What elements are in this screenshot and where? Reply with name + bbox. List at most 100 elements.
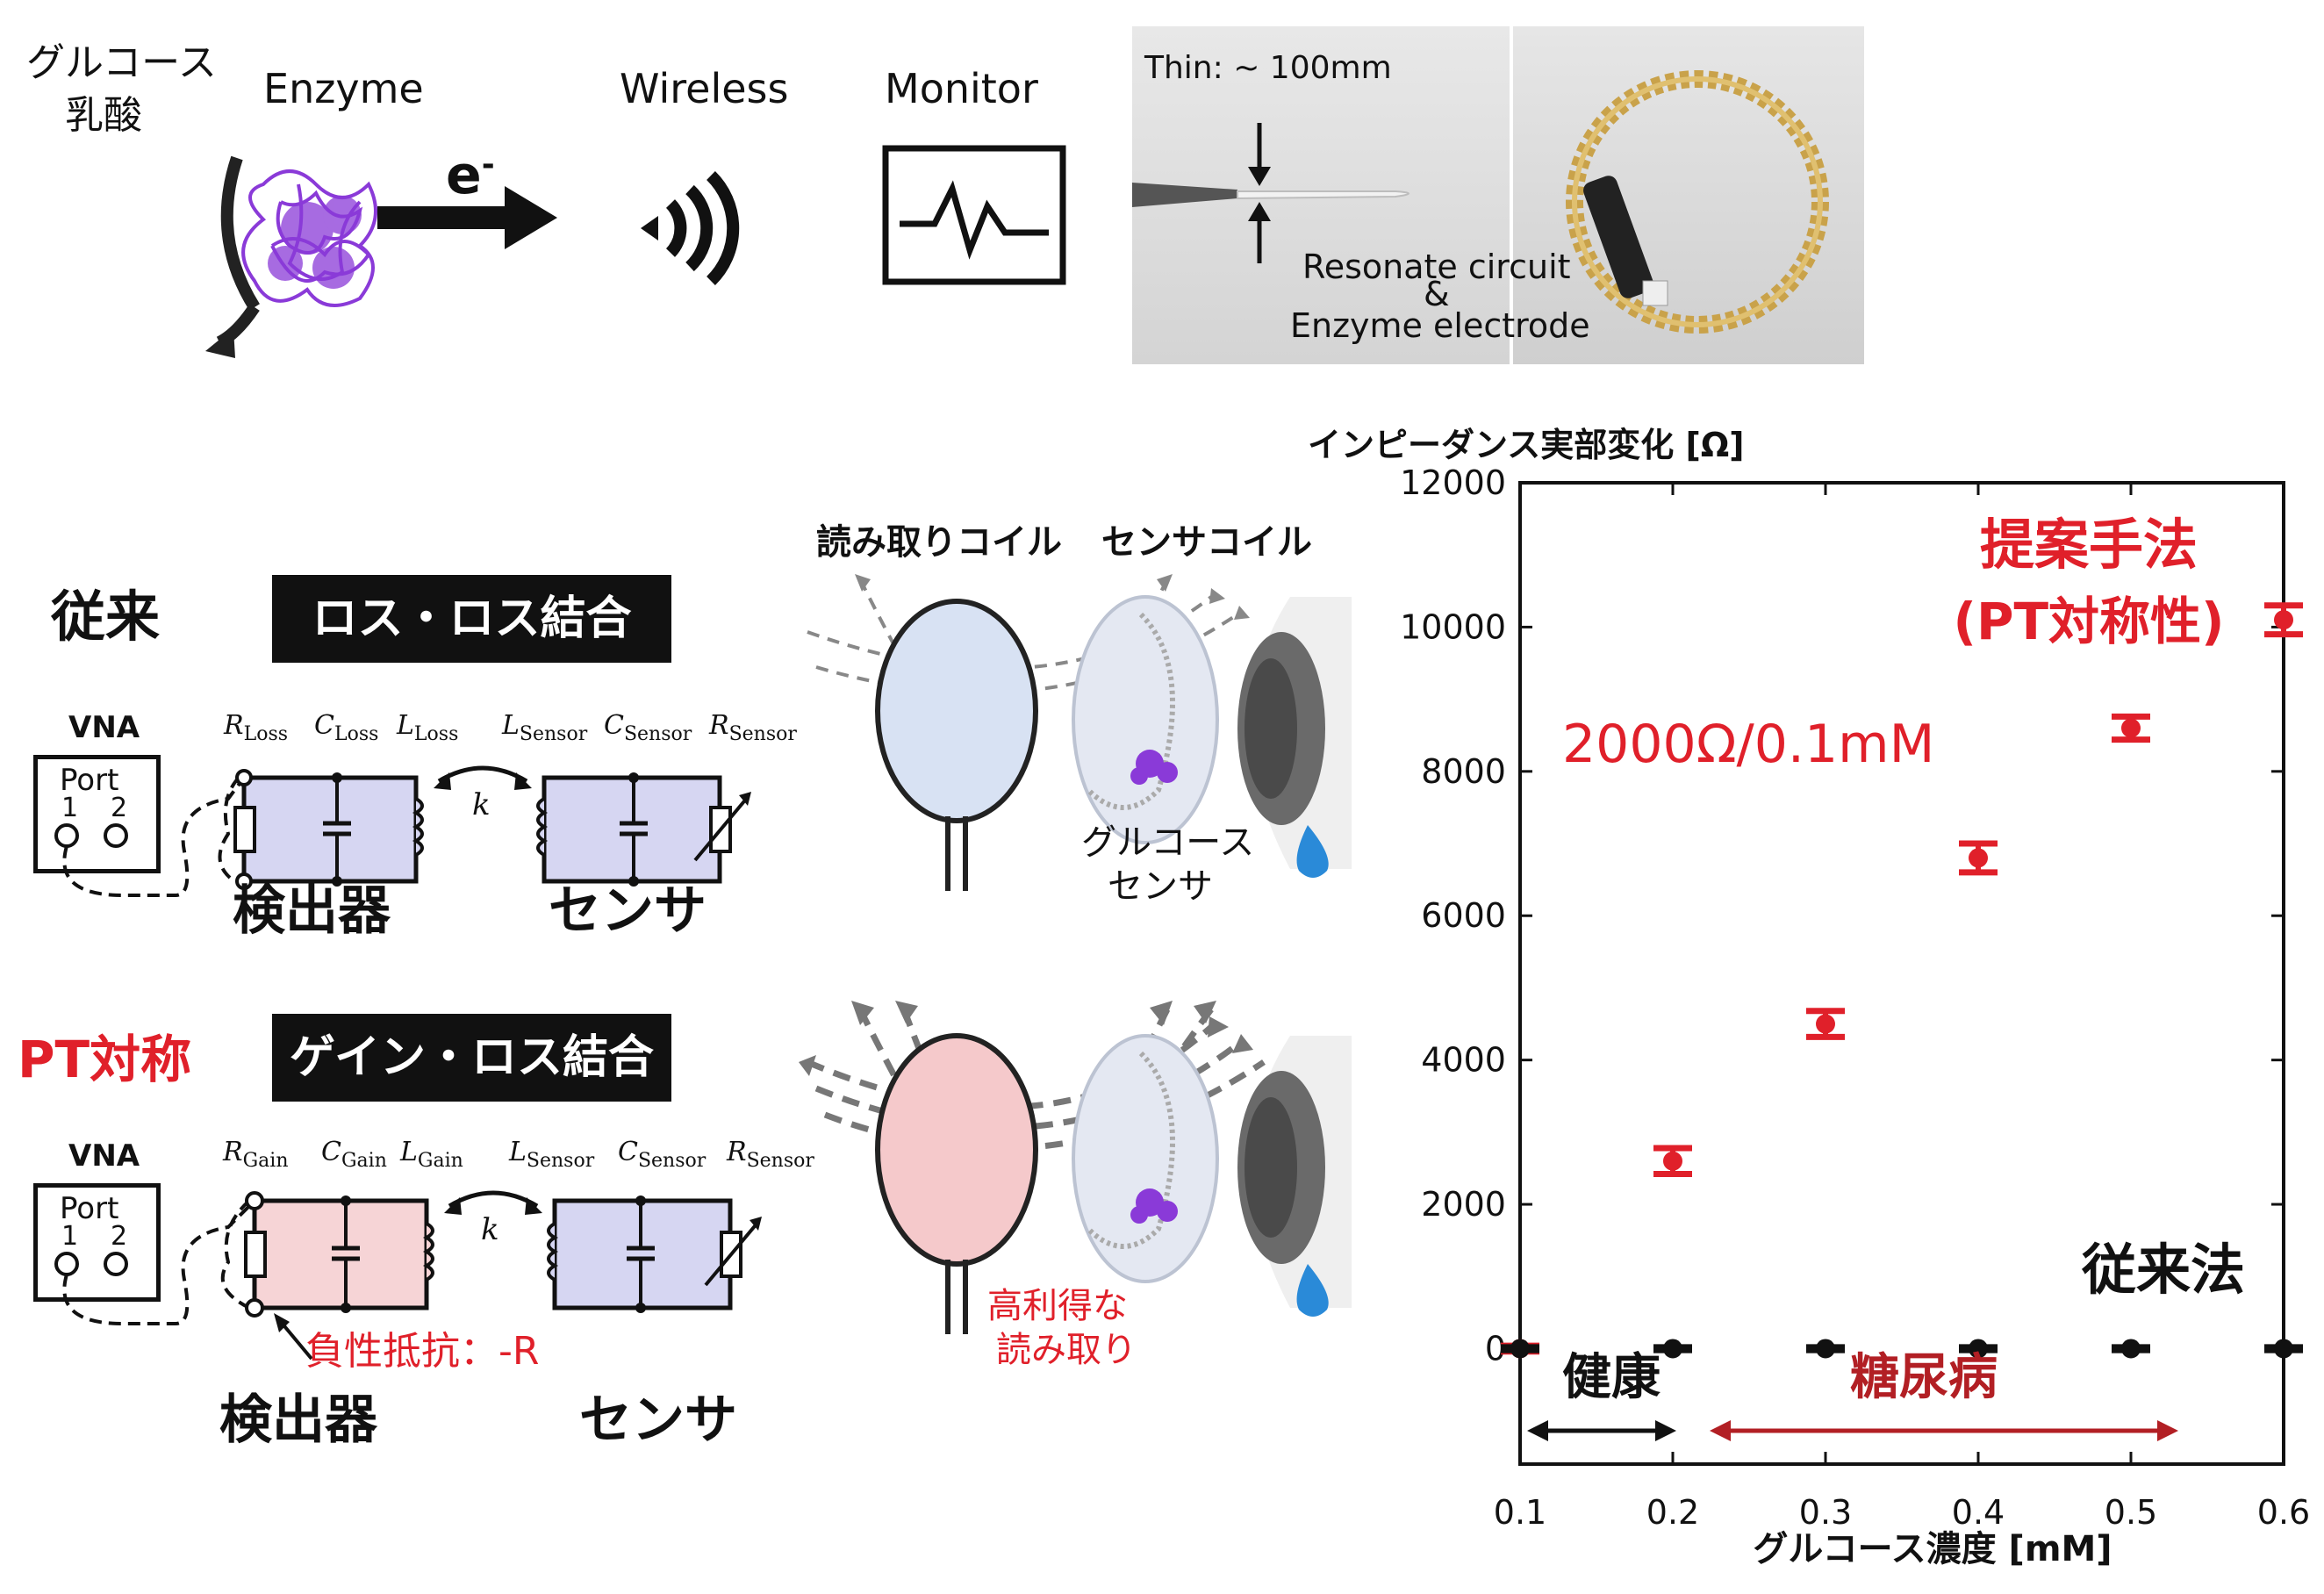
- pt-r-left: RGain: [223, 1137, 289, 1172]
- tweezers-and-film: [1132, 123, 1409, 263]
- enzyme-molecule-fill: [268, 196, 362, 289]
- conventional-data-point: [1806, 1339, 1845, 1359]
- conventional-circuit: [54, 765, 751, 897]
- pt-l-gain: [422, 1222, 434, 1282]
- conventional-detector-label: 検出器: [233, 880, 391, 942]
- conventional-r-loss: [233, 806, 256, 853]
- pt-cable: [62, 1199, 256, 1325]
- electron-label: e-: [446, 145, 495, 206]
- x-tick-label: 0.3: [1799, 1493, 1852, 1532]
- conventional-k-label: k: [472, 787, 491, 822]
- conventional-title: 従来: [51, 585, 161, 649]
- photo-caption-line2: &: [1424, 275, 1450, 313]
- proposed-data-point: [1959, 840, 1998, 876]
- substrate-arrow-in: [220, 155, 260, 311]
- pt-r-gain: [244, 1231, 267, 1278]
- proposed-data-point: [1653, 1145, 1692, 1178]
- pt-coil-eye-illustration: [799, 1001, 1352, 1334]
- substrate-label-lactate: 乳酸: [65, 93, 142, 138]
- conventional-port-1: 1: [61, 793, 79, 823]
- conventional-c-right: CSensor: [604, 710, 692, 745]
- conventional-data-point: [1959, 1339, 1998, 1359]
- conventional-l-right: LSensor: [502, 710, 588, 745]
- glucose-sensor-label-line1: グルコース: [1081, 822, 1255, 863]
- conventional-coupling-badge: ロス・ロス結合: [272, 575, 671, 663]
- pt-reader-coil: [875, 1033, 1038, 1267]
- conventional-l-loss: [412, 797, 424, 857]
- conventional-data-point: [2112, 1339, 2150, 1359]
- chart-ylabel: インピーダンス実部変化 [Ω]: [1308, 426, 1745, 464]
- high-gain-label-line1: 高利得な: [987, 1286, 1128, 1326]
- electron-arrow-head: [505, 186, 557, 249]
- x-tick-label: 0.6: [2257, 1493, 2310, 1532]
- healthy-label: 健康: [1562, 1349, 1661, 1406]
- tear-drop: [1296, 825, 1329, 878]
- reader-coil-label: 読み取りコイル: [816, 522, 1062, 563]
- y-tick-label: 10000: [1400, 607, 1506, 646]
- high-gain-label-line2: 読み取り: [996, 1330, 1137, 1370]
- pt-detector-loop: [252, 1198, 429, 1310]
- conventional-coupling-label: ロス・ロス結合: [312, 592, 632, 645]
- pt-detector-label: 検出器: [219, 1389, 377, 1451]
- conventional-port-2: 2: [111, 793, 128, 823]
- negative-resistance-pointer: [279, 1320, 313, 1361]
- y-tick-label: 12000: [1400, 463, 1506, 502]
- pt-l-right: LSensor: [509, 1137, 595, 1172]
- conventional-reader-coil: [875, 599, 1038, 823]
- wireless-icon: [641, 171, 740, 285]
- y-tick-label: 4000: [1421, 1041, 1506, 1080]
- pt-port-1: 1: [61, 1221, 79, 1252]
- y-tick-label: 2000: [1421, 1185, 1506, 1224]
- pt-l-left: LGain: [400, 1137, 463, 1172]
- device-thickness-photo: Thin: ~ 100mm: [1132, 26, 1510, 364]
- chart-plot-frame: [1518, 481, 2285, 1466]
- wireless-label: Wireless: [620, 65, 789, 112]
- monitor-label: Monitor: [885, 65, 1038, 112]
- pt-sensor-label: センサ: [579, 1389, 737, 1451]
- thickness-label: Thin: ~ 100mm: [1144, 50, 1392, 86]
- pt-port-label: Port: [60, 1191, 119, 1226]
- pt-k-label: k: [481, 1212, 499, 1247]
- conventional-data-point: [2264, 1339, 2303, 1359]
- proposed-data-point: [1806, 1008, 1845, 1040]
- conventional-l-left: LLoss: [397, 710, 459, 745]
- conventional-vna-label: VNA: [68, 710, 140, 745]
- conventional-sensor-label: センサ: [549, 880, 707, 942]
- pt-title: PT対称: [18, 1030, 192, 1089]
- resonant-coil: [1566, 70, 1829, 334]
- pt-vna-box: [33, 1183, 161, 1302]
- pt-port-2: 2: [111, 1221, 128, 1252]
- proposed-method-label-line1: 提案手法: [1980, 513, 2198, 577]
- coil-photo: [1513, 26, 1864, 364]
- contact-lens-sensor: [1072, 595, 1219, 844]
- conventional-r-right: RSensor: [709, 710, 797, 745]
- monitor-icon: [882, 145, 1066, 285]
- photo-caption-line1: Resonate circuit: [1302, 248, 1571, 286]
- chart-marks: [1501, 602, 2303, 1359]
- conventional-method-label: 従来法: [2081, 1238, 2245, 1302]
- pt-vna-label: VNA: [68, 1138, 140, 1174]
- chart-xlabel: グルコース濃度 [mM]: [1753, 1529, 2112, 1569]
- conventional-r-left: RLoss: [224, 710, 289, 745]
- pt-contact-lens-sensor: [1072, 1034, 1219, 1283]
- proposed-data-point: [2112, 713, 2150, 743]
- sensor-coil-label: センサコイル: [1101, 522, 1312, 563]
- pt-tear-drop: [1296, 1264, 1329, 1317]
- negative-resistance-label: 負性抵抗：-R: [305, 1329, 540, 1374]
- conventional-c-left: CLoss: [314, 710, 379, 745]
- conventional-port-label: Port: [60, 763, 119, 798]
- proposed-data-point: [2264, 602, 2303, 638]
- pt-coupling-label: ゲイン・ロス結合: [290, 1031, 654, 1084]
- y-tick-label: 8000: [1421, 752, 1506, 791]
- glucose-sensor-label-line2: センサ: [1108, 866, 1213, 907]
- diabetes-label: 糖尿病: [1850, 1349, 1998, 1406]
- pt-r-right: RSensor: [727, 1137, 814, 1172]
- enzyme-illustration: [205, 155, 557, 358]
- proposed-method-label-line2: (PT対称性): [1953, 592, 2224, 651]
- chart-annotations: 提案手法 (PT対称性) 2000Ω/0.1mM 従来法 健康 糖尿病: [1527, 513, 2245, 1441]
- enzyme-label: Enzyme: [263, 65, 424, 112]
- pt-coupling-badge: ゲイン・ロス結合: [272, 1014, 671, 1102]
- slope-label: 2000Ω/0.1mM: [1562, 714, 1934, 775]
